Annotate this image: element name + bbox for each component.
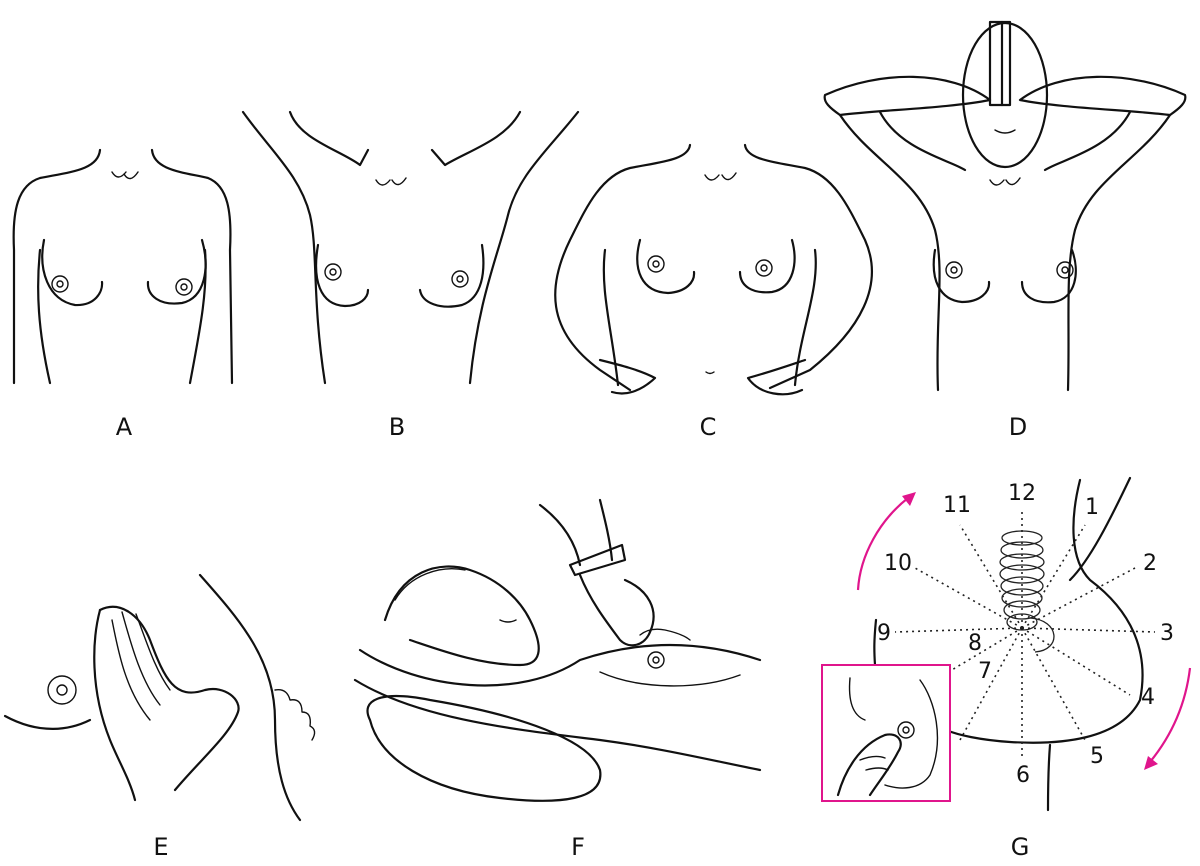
clock-number-12: 12 (1008, 481, 1036, 506)
panel-b-figure (241, 110, 580, 385)
clock-number-11: 11 (943, 493, 971, 518)
panel-e-figure (3, 573, 316, 822)
clock-number-4: 4 (1141, 685, 1155, 710)
panel-f-label: F (571, 833, 585, 861)
arrow-up-left (856, 497, 909, 591)
spiral-path (999, 530, 1055, 653)
clock-number-2: 2 (1143, 551, 1157, 576)
panel-c-figure (554, 143, 874, 396)
clock-number-8: 8 (968, 631, 982, 656)
panel-a-figure (12, 148, 234, 385)
clock-number-3: 3 (1160, 621, 1174, 646)
panel-f-figure (353, 498, 762, 802)
clock-number-7: 7 (978, 659, 992, 684)
panel-g-figure (821, 476, 1192, 812)
arrow-down-right (1149, 667, 1192, 763)
clock-number-6: 6 (1016, 763, 1030, 788)
panel-e-label: E (153, 833, 168, 861)
panel-g-label: G (1011, 833, 1030, 861)
clock-number-10: 10 (884, 551, 912, 576)
panel-a-label: A (116, 413, 133, 441)
clock-number-1: 1 (1085, 495, 1099, 520)
clock-number-5: 5 (1090, 744, 1104, 769)
clock-number-9: 9 (877, 621, 891, 646)
arrow-down-right-head (1144, 756, 1158, 770)
clock-numbers: 12 1 2 3 4 5 6 7 8 9 10 11 (877, 481, 1174, 788)
panel-d-figure (823, 20, 1187, 392)
panel-b-label: B (389, 413, 405, 441)
panel-d-label: D (1009, 413, 1027, 441)
inset-box (821, 664, 951, 802)
arrow-up-left-head (902, 492, 916, 506)
panel-c-label: C (700, 413, 717, 441)
